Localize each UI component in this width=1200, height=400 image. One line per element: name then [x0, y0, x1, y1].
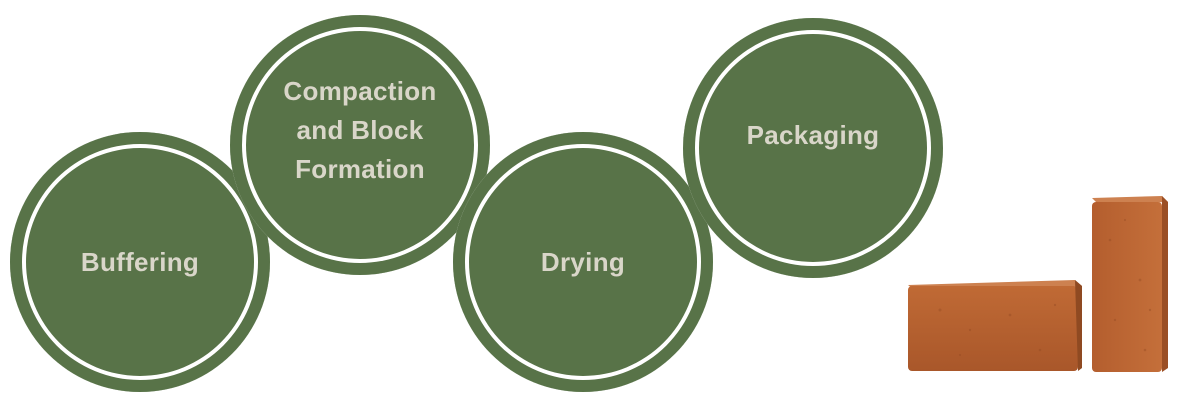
step-buffering: Buffering	[10, 132, 270, 392]
step-packaging-label: Packaging	[746, 120, 880, 150]
coco-coir-bricks-image	[908, 196, 1168, 372]
step-compaction-label-line: Compaction	[283, 75, 437, 106]
step-drying-label: Drying	[540, 246, 626, 277]
step-compaction-label: Compaction and Block Formation	[283, 72, 436, 189]
step-compaction-label-line: Formation	[295, 153, 425, 184]
step-packaging: Packaging	[683, 18, 943, 278]
step-drying: Drying	[453, 132, 713, 392]
step-compaction-label-line: and Block	[296, 114, 424, 145]
standing-brick	[1092, 196, 1168, 372]
lying-brick	[908, 280, 1082, 371]
step-compaction: Compaction and Block Formation	[230, 15, 490, 275]
brick-texture	[938, 218, 1152, 357]
step-buffering-label: Buffering	[80, 246, 200, 277]
